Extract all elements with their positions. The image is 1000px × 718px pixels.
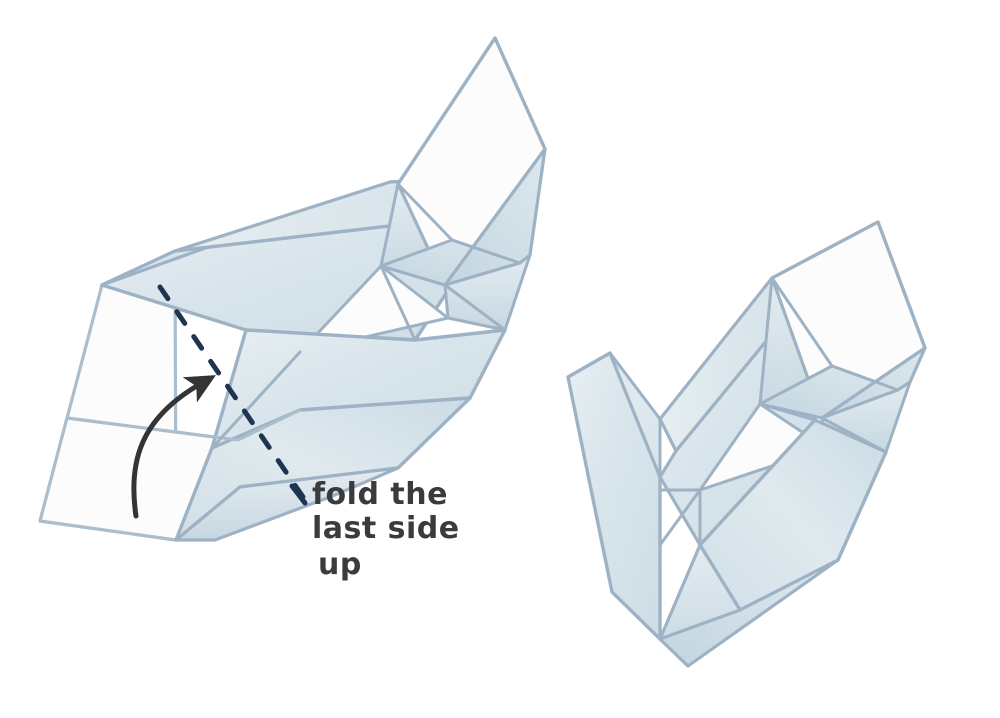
note-line-1: fold the	[312, 477, 448, 512]
right-figure-hub-crease-a	[758, 402, 817, 422]
right-figure-inner-triangle	[698, 402, 828, 492]
fold-line-dash-tail	[289, 483, 308, 506]
right-figure-hub-crease-c	[770, 276, 900, 392]
left-figure-gusset-right	[443, 253, 532, 332]
left-figure-diagonal-crease	[210, 350, 302, 450]
right-figure-diagonal-crease	[658, 488, 702, 547]
figure-left-unfolded	[38, 36, 547, 542]
left-figure-hub-crease-a	[379, 264, 417, 342]
fold-line-dashed	[157, 284, 306, 500]
right-figure-left-wall	[566, 351, 662, 641]
fold-direction-arrow	[131, 375, 216, 519]
left-figure-hub-crease-c	[396, 182, 522, 265]
left-figure-base-crease	[65, 408, 302, 442]
right-figure-floor-band	[658, 558, 840, 668]
left-figure-inner-triangle	[298, 264, 450, 354]
figure-right-folded	[566, 220, 927, 668]
note-line-2: last side	[312, 511, 460, 546]
left-figure-front-bottom-face	[174, 466, 400, 542]
fold-instruction-note: fold the last side up	[312, 477, 460, 582]
note-line-3: up	[318, 547, 362, 582]
right-figure-hub-crease-b	[820, 416, 888, 454]
left-figure-hub-crease-b	[443, 283, 507, 332]
